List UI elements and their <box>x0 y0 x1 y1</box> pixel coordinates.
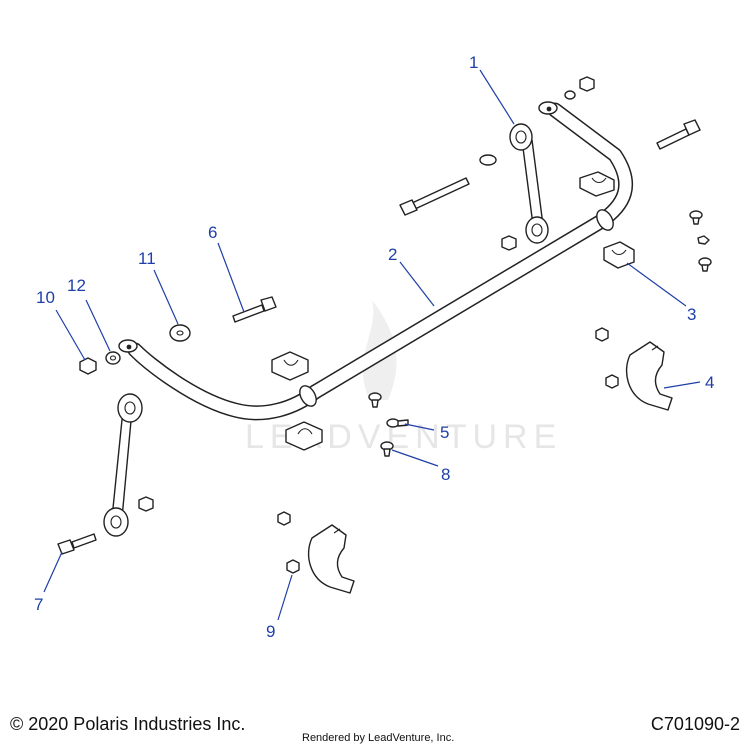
bushing-3 <box>603 241 635 269</box>
bolt-upper-link <box>399 177 470 216</box>
screw-8 <box>380 441 394 457</box>
washer-11 <box>169 324 191 342</box>
nut-upper-right <box>579 76 595 92</box>
clamp-4 <box>625 341 673 411</box>
clamp-9 <box>307 524 355 594</box>
nut-4-lower <box>605 374 619 389</box>
bushing-upper-right-top <box>579 171 615 197</box>
callout-12: 12 <box>67 276 86 295</box>
screw-right-2 <box>697 235 710 245</box>
end-link-upper[interactable] <box>509 123 549 244</box>
bolt-6 <box>232 296 277 323</box>
sway-bar[interactable] <box>118 101 634 421</box>
callout-5: 5 <box>440 423 449 442</box>
diagram-code: C701090-2 <box>650 714 740 734</box>
bushing-left-top <box>271 351 309 381</box>
callout-9: 9 <box>266 622 275 641</box>
callouts: 1 2 3 4 5 6 7 8 9 10 11 12 <box>34 53 714 641</box>
bolt-frame-right <box>656 119 701 150</box>
nut-9 <box>286 559 300 574</box>
screw-5 <box>386 418 409 428</box>
washer-upper-right <box>564 90 576 100</box>
screw-right-1 <box>689 210 703 225</box>
washer-upper-link <box>479 154 497 166</box>
callout-2: 2 <box>388 245 397 264</box>
screw-center-upper <box>368 392 382 408</box>
callout-7: 7 <box>34 595 43 614</box>
nut-4-upper <box>595 327 609 342</box>
end-link-lower[interactable] <box>103 393 143 537</box>
callout-10: 10 <box>36 288 55 307</box>
nut-9-upper <box>277 511 291 526</box>
bolt-7 <box>57 533 97 555</box>
callout-1: 1 <box>469 53 478 72</box>
nut-10 <box>79 357 97 375</box>
callout-11: 11 <box>138 249 156 268</box>
callout-4: 4 <box>705 373 714 392</box>
callout-8: 8 <box>441 465 450 484</box>
washer-12 <box>105 351 121 365</box>
screw-right-3 <box>698 257 712 272</box>
bushing-left-bottom <box>285 421 323 451</box>
callout-6: 6 <box>208 223 217 242</box>
callout-3: 3 <box>687 305 696 324</box>
nut-lower-link <box>138 496 154 512</box>
leader-lines <box>43 69 701 621</box>
nut-upper-link <box>501 235 517 251</box>
copyright-text: © 2020 Polaris Industries Inc. <box>10 714 246 734</box>
rendered-by-text: Rendered by LeadVenture, Inc. <box>302 732 455 744</box>
